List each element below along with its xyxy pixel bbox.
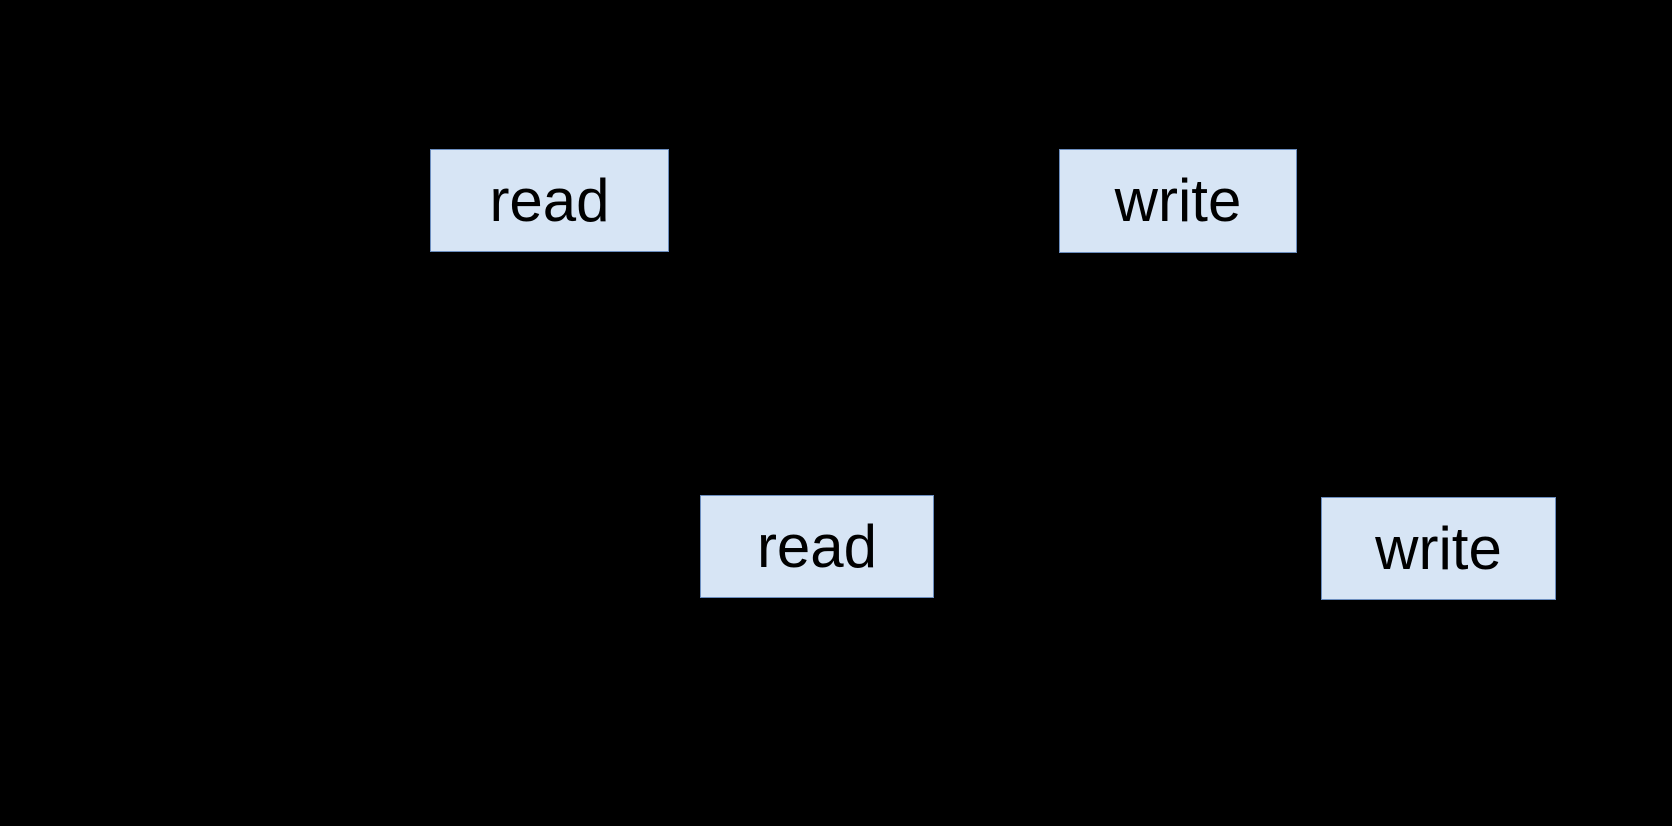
node-label: read	[756, 512, 878, 580]
node-write-bottom: write	[1321, 497, 1556, 600]
node-label: write	[1375, 514, 1502, 582]
node-read-bottom: read	[700, 495, 934, 598]
node-label: write	[1114, 167, 1242, 234]
node-write-top: write	[1059, 149, 1297, 253]
node-read-top: read	[430, 149, 669, 252]
node-label: read	[489, 166, 610, 234]
